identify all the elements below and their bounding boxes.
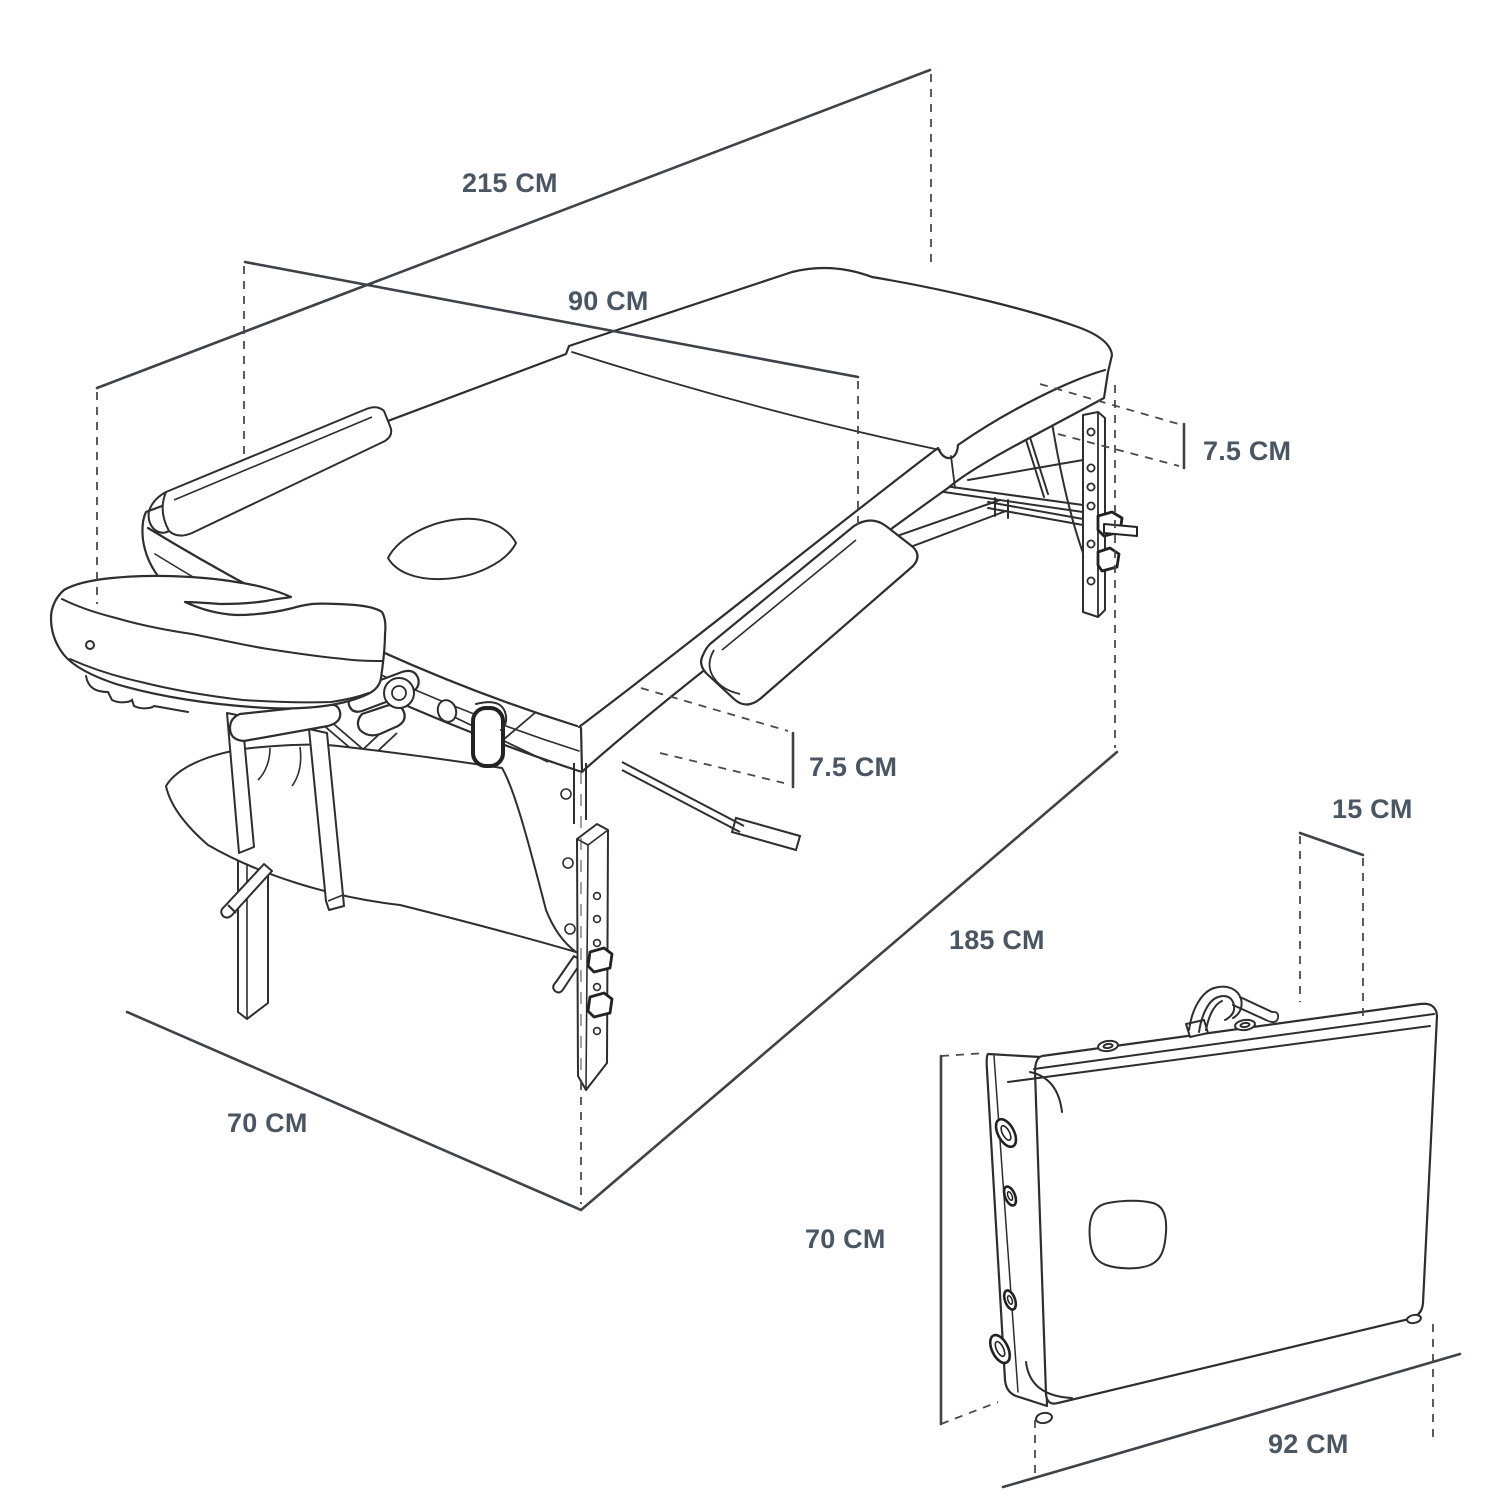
svg-text:70 CM: 70 CM bbox=[227, 1108, 308, 1138]
svg-text:7.5 CM: 7.5 CM bbox=[1203, 436, 1291, 466]
svg-text:90 CM: 90 CM bbox=[568, 286, 649, 316]
svg-text:215 CM: 215 CM bbox=[462, 168, 558, 198]
svg-text:15 CM: 15 CM bbox=[1332, 794, 1413, 824]
svg-text:70 CM: 70 CM bbox=[805, 1224, 886, 1254]
svg-text:92 CM: 92 CM bbox=[1268, 1429, 1349, 1459]
svg-text:7.5 CM: 7.5 CM bbox=[809, 752, 897, 782]
svg-text:185 CM: 185 CM bbox=[949, 925, 1045, 955]
